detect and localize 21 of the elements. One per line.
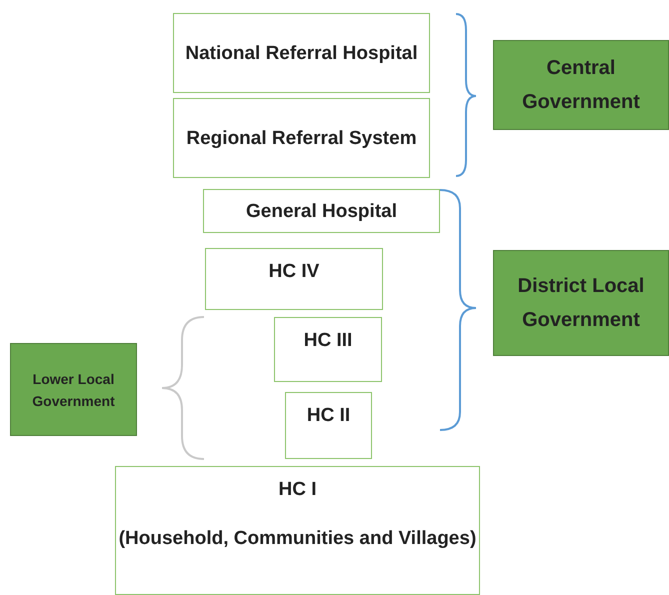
- level-box: [203, 189, 440, 233]
- box-title: Regional Referral System: [186, 126, 417, 150]
- government-box: [493, 250, 669, 356]
- box-title: HC I: [278, 478, 316, 502]
- level-box: [173, 13, 430, 93]
- level-box: [274, 317, 382, 382]
- box-description: (Household, Communities and Villages): [118, 527, 476, 551]
- level-box: [285, 392, 372, 459]
- box-title: HC IV: [268, 260, 320, 284]
- box-title: General Hospital: [246, 200, 397, 224]
- box-title: HC II: [306, 404, 350, 428]
- level-box: [205, 248, 383, 310]
- government-box: [10, 343, 137, 436]
- box-title: Lower Local Government: [31, 370, 116, 410]
- level-box: [173, 98, 430, 178]
- level-box: [115, 466, 480, 595]
- box-title: District Local Government: [516, 274, 646, 333]
- box-title: National Referral Hospital: [185, 42, 418, 66]
- box-title: Central Government: [521, 56, 641, 115]
- box-title: HC III: [304, 329, 352, 353]
- government-box: [493, 40, 669, 130]
